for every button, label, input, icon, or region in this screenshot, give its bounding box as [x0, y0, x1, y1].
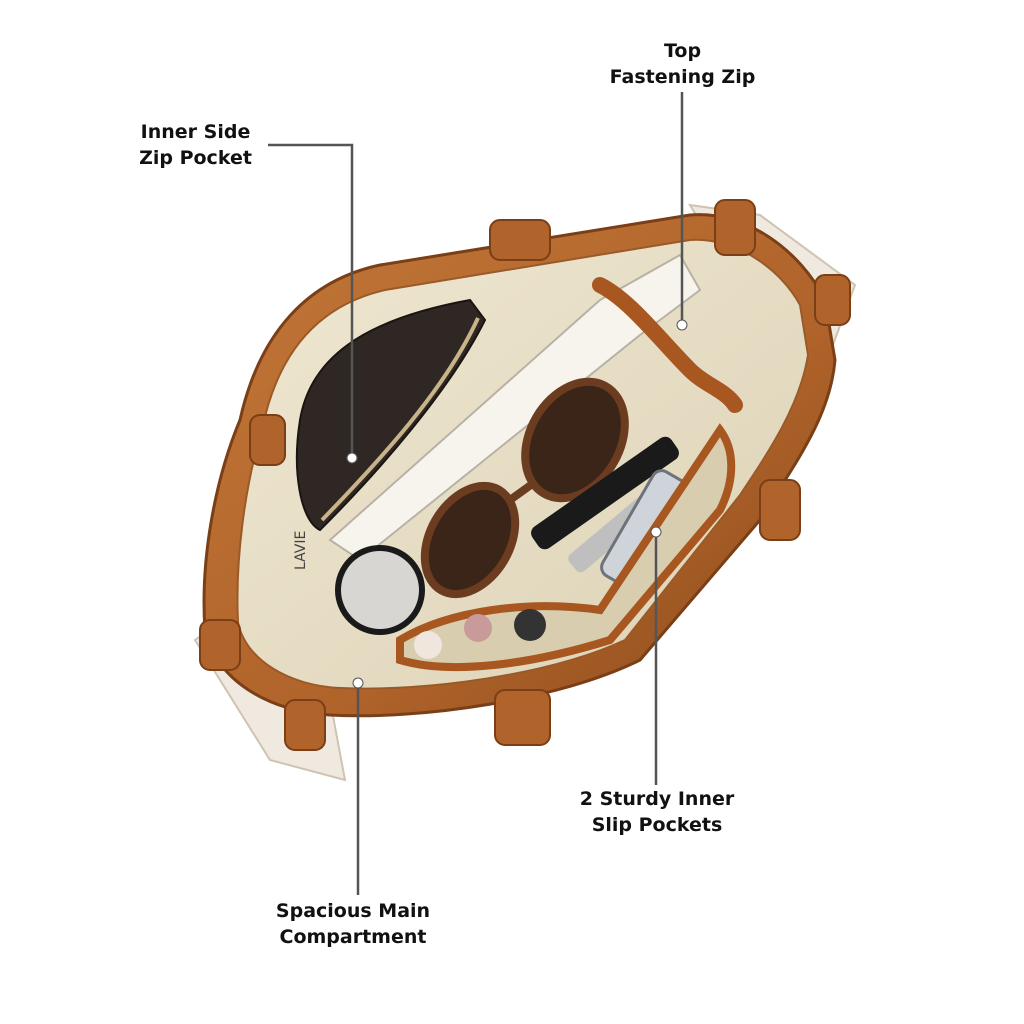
- top-zip-strap: [592, 277, 743, 413]
- callout-line: Fastening Zip: [609, 66, 756, 88]
- zip-pocket-zipper: [320, 317, 480, 522]
- brand-print: LAVIE: [293, 531, 309, 570]
- dot-main-compartment: [352, 677, 364, 689]
- callout-line: Zip Pocket: [139, 147, 252, 169]
- lipstick-cap-3: [514, 609, 546, 641]
- leader-inner-side-zip: [268, 143, 354, 455]
- dot-inner-side-zip: [346, 452, 358, 464]
- callout-line: Slip Pockets: [591, 814, 723, 836]
- callout-line: Inner Side: [140, 121, 251, 143]
- callout-line: Top: [663, 40, 702, 62]
- handbag: LAVIE: [193, 199, 857, 782]
- sunglasses: [420, 377, 629, 599]
- handle-loops: [199, 199, 851, 751]
- callout-inner-side-zip-pocket: Inner Side Zip Pocket: [128, 119, 263, 171]
- lipstick-cap-1: [414, 631, 442, 659]
- leader-dots: [346, 319, 688, 689]
- mascara-tube: [531, 436, 679, 550]
- compact-powder: [335, 545, 425, 635]
- callout-line: Compartment: [279, 926, 427, 948]
- callout-line: Spacious Main: [275, 900, 431, 922]
- lipstick-cap-2: [464, 614, 492, 642]
- callout-top-fastening-zip: Top Fastening Zip: [600, 38, 765, 90]
- dot-top-zip: [676, 319, 688, 331]
- dot-slip-pockets: [650, 526, 662, 538]
- inner-side-zip-pocket: [295, 298, 487, 532]
- callout-slip-pockets: 2 Sturdy Inner Slip Pockets: [573, 786, 741, 838]
- callout-line: 2 Sturdy Inner: [579, 788, 735, 810]
- callout-main-compartment: Spacious Main Compartment: [268, 898, 438, 950]
- leader-lines: [268, 92, 684, 895]
